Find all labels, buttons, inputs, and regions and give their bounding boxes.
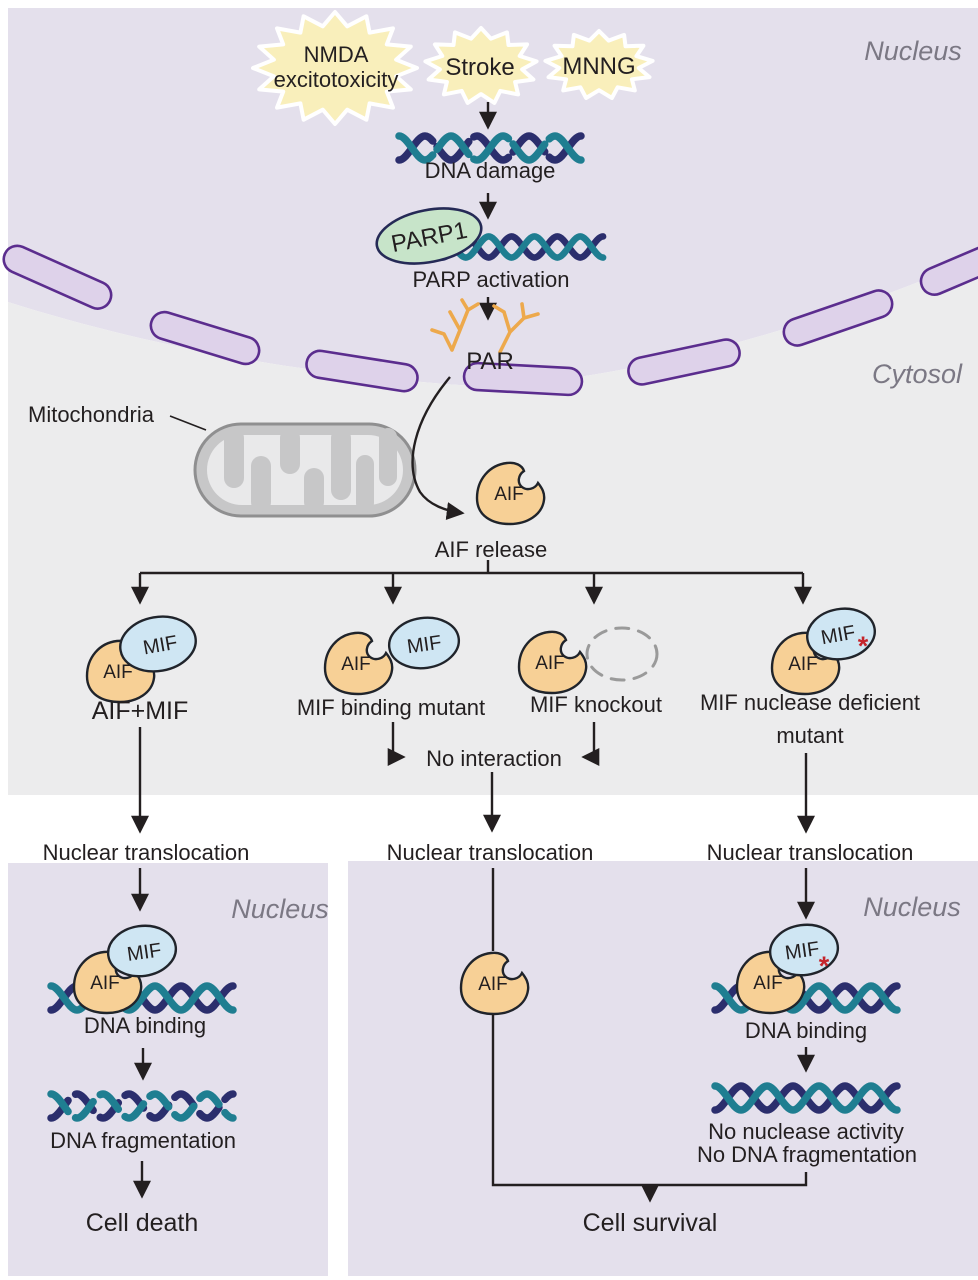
envelope-segment [919, 232, 978, 296]
envelope-segment [305, 349, 419, 393]
starburst-icon [251, 10, 419, 126]
arrow-b3-no-interaction [581, 722, 600, 766]
no-dna-fragmentation-label: No DNA fragmentation [697, 1142, 917, 1167]
mif-ellipse [119, 615, 197, 673]
dna-damage-label: DNA damage [425, 158, 556, 183]
mif-ellipse [768, 923, 840, 977]
branch-mif-binding-mutant: AIF MIF MIF binding mutant [297, 616, 485, 720]
aif-label: AIF [494, 484, 524, 505]
cytosol-region [8, 258, 978, 795]
translocation-right-label: Nuclear translocation [707, 840, 914, 865]
aif-label: AIF [753, 973, 783, 994]
par-polymer [430, 298, 540, 354]
aif-label: AIF [103, 662, 133, 683]
aif-release-label: AIF release [435, 537, 548, 562]
starburst-icon [543, 29, 655, 100]
mif-ellipse [387, 616, 461, 670]
envelope-segment [782, 289, 894, 347]
cell-survival-label: Cell survival [583, 1209, 718, 1237]
dna-fragmentation-label: DNA fragmentation [50, 1128, 236, 1153]
mitochondria-pointer-line [169, 415, 207, 431]
translocation-middle-label: Nuclear translocation [387, 840, 594, 865]
top-nucleus-region [8, 8, 978, 387]
bottom-right-nucleus-region [348, 861, 978, 1276]
stimulus-nmda: NMDA excitotoxicity [251, 10, 419, 126]
mitochondria-label: Mitochondria [28, 402, 155, 427]
crista [304, 468, 324, 512]
mitochondria [193, 422, 417, 518]
aif-label: AIF [90, 973, 120, 994]
envelope-segment [2, 244, 113, 310]
cell-death-label: Cell death [86, 1209, 199, 1237]
translocation-left-label: Nuclear translocation [43, 840, 250, 865]
parp1-enzyme: PARP1 [375, 207, 483, 265]
branch-mif-nuclease-deficient: AIF MIF * MIF nuclease deficient mutant [700, 607, 920, 748]
parp1-ellipse [375, 207, 483, 265]
parp-activation-label: PARP activation [413, 267, 570, 292]
mif-label: MIF [784, 938, 821, 965]
right-nucleus-label: Nucleus [863, 892, 961, 922]
branch4-label-line1: MIF nuclease deficient [700, 690, 920, 715]
mif-label: MIF [406, 632, 443, 659]
arrow-b2-no-interaction [387, 722, 406, 766]
absent-mif-dashed-ellipse [585, 626, 659, 682]
nuclease-deficient-asterisk: * [858, 631, 869, 661]
envelope-segment [462, 361, 584, 397]
crista [224, 428, 244, 488]
middle-aif: AIF [459, 951, 530, 1016]
aif-released: AIF [475, 461, 546, 526]
arrow-aif-release-curve [411, 376, 465, 521]
stimulus-stroke: Stroke [423, 26, 539, 105]
branch-tree-lines [140, 560, 803, 575]
crista [379, 428, 397, 486]
nuclease-deficient-asterisk: * [819, 951, 830, 981]
stimulus-nmda-line1: NMDA [304, 42, 369, 67]
right-dna-binding-label: DNA binding [745, 1018, 867, 1043]
branch-mif-knockout: AIF MIF knockout [517, 626, 662, 717]
mif-label: MIF [126, 939, 163, 966]
mif-ellipse [106, 924, 178, 978]
par-label: PAR [466, 348, 514, 375]
stimulus-mnng-label: MNNG [562, 53, 635, 80]
aif-label: AIF [535, 653, 565, 674]
branch2-label: MIF binding mutant [297, 695, 485, 720]
crista [331, 428, 351, 500]
nuclear-envelope [2, 232, 978, 397]
envelope-segment [627, 338, 741, 386]
envelope-segment [149, 310, 261, 366]
crista [280, 428, 300, 474]
branch1-label: AIF+MIF [92, 697, 189, 725]
left-aif-mif-complex: AIF MIF [72, 924, 178, 1015]
left-nucleus-label: Nucleus [231, 894, 329, 924]
crista [251, 456, 271, 512]
aif-label: AIF [478, 974, 508, 995]
branch3-label: MIF knockout [530, 692, 662, 717]
join-lines-cell-survival [491, 1014, 808, 1187]
branch4-label-line2: mutant [776, 723, 843, 748]
mif-ellipse [806, 607, 876, 661]
starburst-icon [423, 26, 539, 105]
crista [356, 455, 374, 512]
aif-label: AIF [788, 654, 818, 675]
left-dna-binding-label: DNA binding [84, 1013, 206, 1038]
stimulus-nmda-line2: excitotoxicity [274, 67, 399, 92]
branch-aif-mif: AIF MIF AIF+MIF [85, 615, 197, 725]
cytosol-label: Cytosol [872, 359, 963, 389]
right-aif-mif-complex: AIF MIF * [735, 923, 840, 1015]
no-interaction-label: No interaction [426, 746, 562, 771]
stimulus-mnng: MNNG [543, 29, 655, 100]
top-nucleus-label: Nucleus [864, 36, 962, 66]
no-nuclease-activity-label: No nuclease activity [708, 1119, 904, 1144]
aif-label: AIF [341, 654, 371, 675]
stimulus-stroke-label: Stroke [445, 54, 514, 81]
